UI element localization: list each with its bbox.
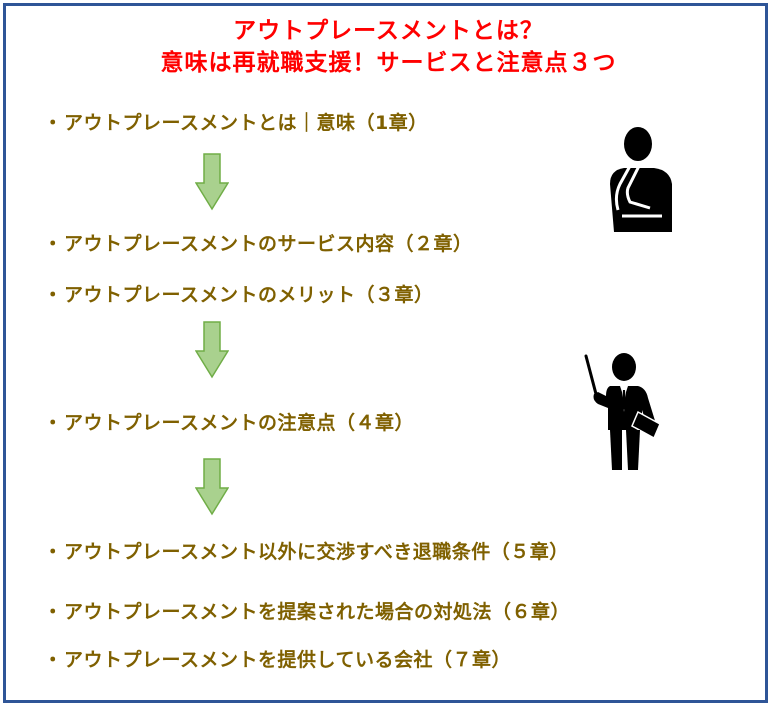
bullet: ・ bbox=[43, 233, 63, 255]
item-label: アウトプレースメントとは｜意味（1章） bbox=[64, 112, 428, 134]
list-item-chapter-3: ・アウトプレースメントのメリット（３章） bbox=[42, 282, 434, 308]
list-item-chapter-7: ・アウトプレースメントを提供している会社（７章） bbox=[42, 647, 511, 673]
thinking-person-icon bbox=[610, 127, 672, 232]
bullet: ・ bbox=[43, 112, 63, 134]
bullet: ・ bbox=[43, 649, 63, 671]
list-item-chapter-2: ・アウトプレースメントのサービス内容（２章） bbox=[42, 231, 473, 257]
diagram-frame bbox=[3, 3, 768, 703]
down-arrow-icon bbox=[195, 458, 229, 516]
item-label: アウトプレースメントを提供している会社（７章） bbox=[64, 649, 511, 671]
list-item-chapter-5: ・アウトプレースメント以外に交渉すべき退職条件（５章） bbox=[42, 539, 569, 565]
item-label: アウトプレースメントを提案された場合の対処法（６章） bbox=[64, 601, 571, 623]
item-label: アウトプレースメントのメリット（３章） bbox=[64, 284, 434, 306]
bullet: ・ bbox=[43, 541, 63, 563]
bullet: ・ bbox=[43, 284, 63, 306]
bullet: ・ bbox=[43, 412, 63, 434]
list-item-chapter-4: ・アウトプレースメントの注意点（４章） bbox=[42, 410, 414, 436]
item-label: アウトプレースメントのサービス内容（２章） bbox=[64, 233, 473, 255]
title-line-2: 意味は再就職支援！サービスと注意点３つ bbox=[160, 50, 617, 76]
list-item-chapter-1: ・アウトプレースメントとは｜意味（1章） bbox=[42, 110, 428, 136]
title-line-1: アウトプレースメントとは？ bbox=[233, 18, 544, 44]
down-arrow-icon bbox=[195, 321, 229, 379]
list-item-chapter-6: ・アウトプレースメントを提案された場合の対処法（６章） bbox=[42, 599, 570, 625]
item-label: アウトプレースメント以外に交渉すべき退職条件（５章） bbox=[64, 541, 569, 563]
item-label: アウトプレースメントの注意点（４章） bbox=[64, 412, 415, 434]
down-arrow-icon bbox=[195, 153, 229, 211]
presenter-person-icon bbox=[584, 353, 661, 470]
bullet: ・ bbox=[43, 601, 63, 623]
